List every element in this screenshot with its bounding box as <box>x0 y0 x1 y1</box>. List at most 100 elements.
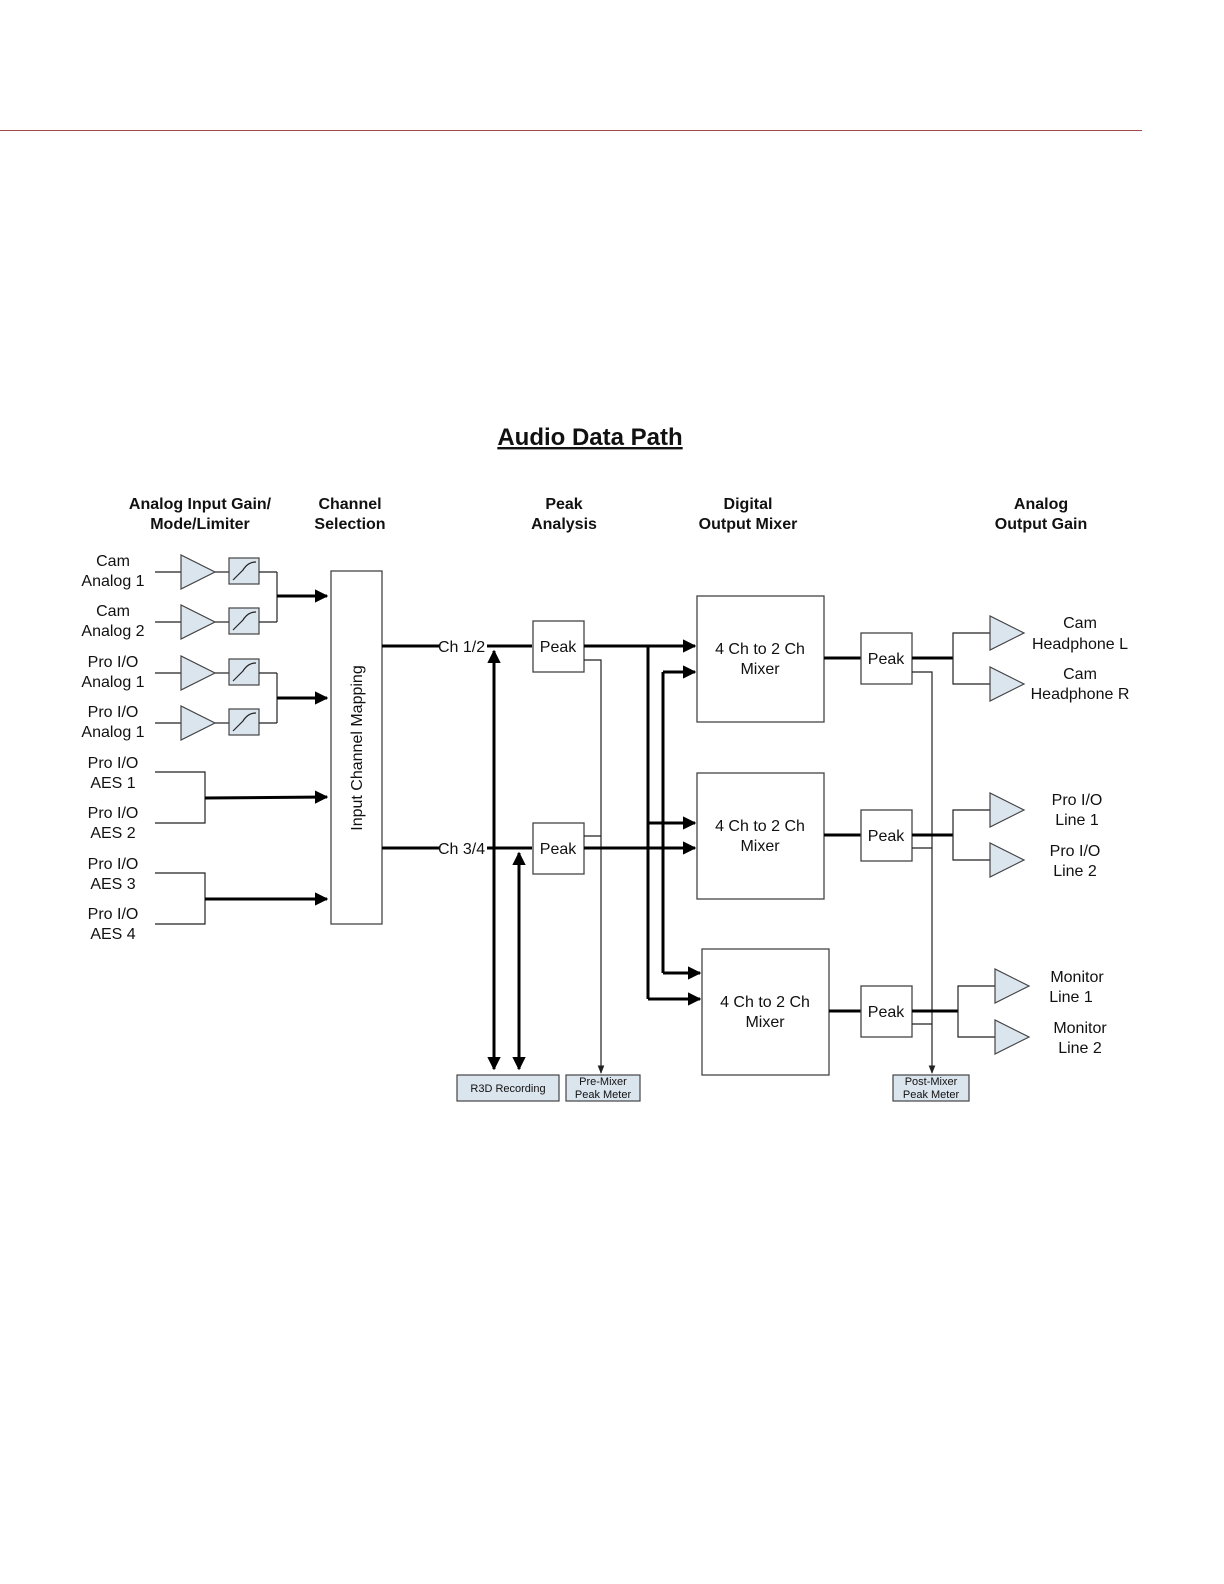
svg-text:Peak: Peak <box>868 828 905 845</box>
amplifier-icon <box>180 705 217 741</box>
svg-text:Analog 1: Analog 1 <box>81 674 144 691</box>
input-label-pro-io-analog-1: Pro I/O Analog 1 <box>81 654 144 691</box>
svg-text:Cam: Cam <box>96 603 130 620</box>
post-mixer-peak-meter-box: Post-Mixer Peak Meter <box>892 1074 970 1102</box>
diagram-title: Audio Data Path <box>497 424 682 451</box>
amplifier-icon <box>989 792 1026 828</box>
svg-text:AES 3: AES 3 <box>90 876 135 893</box>
channel-routing: Ch 1/2 Ch 3/4 <box>382 639 532 1071</box>
column-heading-line: Mode/Limiter <box>150 516 250 533</box>
input-label-pro-io-aes-1: Pro I/O AES 1 <box>88 755 139 792</box>
svg-text:Cam: Cam <box>1063 666 1097 683</box>
input-label-pro-io-aes-2: Pro I/O AES 2 <box>88 805 139 842</box>
svg-text:Analog 2: Analog 2 <box>81 623 144 640</box>
output-routing <box>912 615 1031 1055</box>
column-heading-line: Digital <box>724 496 773 513</box>
svg-text:Pro I/O: Pro I/O <box>1050 843 1101 860</box>
svg-text:Analog 1: Analog 1 <box>81 573 144 590</box>
amplifier-icon <box>180 554 217 590</box>
svg-text:Pro I/O: Pro I/O <box>88 755 139 772</box>
svg-text:AES 1: AES 1 <box>90 775 135 792</box>
svg-text:Peak: Peak <box>540 639 577 656</box>
amplifier-icon <box>989 842 1026 878</box>
column-heading-digital-mixer: Digital Output Mixer <box>699 496 798 533</box>
header-rule <box>0 130 1142 131</box>
svg-text:Pro I/O: Pro I/O <box>1052 792 1103 809</box>
svg-text:Pro I/O: Pro I/O <box>88 906 139 923</box>
channel-label-ch34: Ch 3/4 <box>438 841 485 858</box>
output-label-pro-io-line-2: Pro I/O Line 2 <box>1050 843 1101 880</box>
column-heading-output-gain: Analog Output Gain <box>995 496 1087 533</box>
svg-text:Peak Meter: Peak Meter <box>903 1089 960 1101</box>
column-heading-line: Analog <box>1014 496 1068 513</box>
input-label-pro-io-aes-4: Pro I/O AES 4 <box>88 906 139 943</box>
svg-text:Peak Meter: Peak Meter <box>575 1089 632 1101</box>
peak-box-pre-1: Peak <box>532 620 585 673</box>
input-channel-mapping-label: Input Channel Mapping <box>349 665 366 830</box>
svg-text:Line 1: Line 1 <box>1049 989 1093 1006</box>
column-heading-channel-selection: Channel Selection <box>314 496 385 533</box>
svg-text:Cam: Cam <box>1063 615 1097 632</box>
column-heading-peak-analysis: Peak Analysis <box>531 496 597 533</box>
peak-box-pre-2: Peak <box>532 822 585 875</box>
mixer-routing <box>584 639 702 1006</box>
column-heading-line: Analysis <box>531 516 597 533</box>
output-label-pro-io-line-1: Pro I/O Line 1 <box>1052 792 1103 829</box>
svg-text:Pro I/O: Pro I/O <box>88 805 139 822</box>
svg-text:Post-Mixer: Post-Mixer <box>905 1076 958 1088</box>
post-peak-routing <box>824 656 861 1013</box>
peak-box-post-3: Peak <box>860 985 913 1038</box>
amplifier-icon <box>994 1019 1031 1055</box>
input-label-cam-analog-2: Cam Analog 2 <box>81 603 144 640</box>
input-label-cam-analog-1: Cam Analog 1 <box>81 553 144 590</box>
mixer-block-3: 4 Ch to 2 Ch Mixer <box>701 948 830 1076</box>
amplifier-icon <box>180 655 217 691</box>
svg-text:Line 2: Line 2 <box>1053 863 1097 880</box>
svg-text:Pro I/O: Pro I/O <box>88 856 139 873</box>
svg-text:Peak: Peak <box>540 841 577 858</box>
column-heading-line: Output Mixer <box>699 516 798 533</box>
column-heading-input-gain: Analog Input Gain/ Mode/Limiter <box>129 496 272 533</box>
column-heading-line: Analog Input Gain/ <box>129 496 272 513</box>
output-label-cam-headphone-l: Cam Headphone L <box>1032 615 1128 653</box>
input-label-pro-io-aes-3: Pro I/O AES 3 <box>88 856 139 893</box>
svg-text:Pro I/O: Pro I/O <box>88 654 139 671</box>
svg-text:Cam: Cam <box>96 553 130 570</box>
pre-mixer-peak-meter-box: Pre-Mixer Peak Meter <box>565 1074 641 1102</box>
svg-text:Mixer: Mixer <box>745 1014 785 1031</box>
svg-text:Monitor: Monitor <box>1053 1020 1107 1037</box>
svg-text:Headphone L: Headphone L <box>1032 636 1128 653</box>
svg-text:Headphone R: Headphone R <box>1031 686 1130 703</box>
svg-text:R3D Recording: R3D Recording <box>470 1083 545 1095</box>
svg-text:Monitor: Monitor <box>1050 969 1104 986</box>
output-label-cam-headphone-r: Cam Headphone R <box>1031 666 1130 703</box>
input-channel-mapping-block: Input Channel Mapping <box>330 570 383 925</box>
svg-text:Peak: Peak <box>868 1004 905 1021</box>
svg-text:Mixer: Mixer <box>740 661 780 678</box>
svg-text:AES 2: AES 2 <box>90 825 135 842</box>
svg-text:Analog 1: Analog 1 <box>81 724 144 741</box>
svg-text:Line 2: Line 2 <box>1058 1040 1102 1057</box>
svg-text:AES 4: AES 4 <box>90 926 135 943</box>
amplifier-icon <box>989 615 1026 651</box>
svg-text:4 Ch to 2 Ch: 4 Ch to 2 Ch <box>715 818 805 835</box>
mixer-block-1: 4 Ch to 2 Ch Mixer <box>696 595 825 723</box>
pre-mixer-meter-tap <box>584 659 605 1074</box>
input-gain-stage <box>155 554 329 925</box>
mixer-block-2: 4 Ch to 2 Ch Mixer <box>696 772 825 900</box>
channel-label-ch12: Ch 1/2 <box>438 639 485 656</box>
amplifier-icon <box>180 604 217 640</box>
svg-text:Peak: Peak <box>868 651 905 668</box>
input-label-pro-io-analog-1b: Pro I/O Analog 1 <box>81 704 144 741</box>
peak-box-post-1: Peak <box>860 632 913 685</box>
column-heading-line: Peak <box>545 496 582 513</box>
svg-text:4 Ch to 2 Ch: 4 Ch to 2 Ch <box>720 994 810 1011</box>
r3d-recording-box: R3D Recording <box>456 1074 560 1102</box>
svg-text:Mixer: Mixer <box>740 838 780 855</box>
svg-text:4 Ch to 2 Ch: 4 Ch to 2 Ch <box>715 641 805 658</box>
amplifier-icon <box>994 968 1031 1004</box>
svg-text:Pre-Mixer: Pre-Mixer <box>579 1076 627 1088</box>
post-mixer-meter-tap <box>912 671 936 1074</box>
column-heading-line: Output Gain <box>995 516 1087 533</box>
